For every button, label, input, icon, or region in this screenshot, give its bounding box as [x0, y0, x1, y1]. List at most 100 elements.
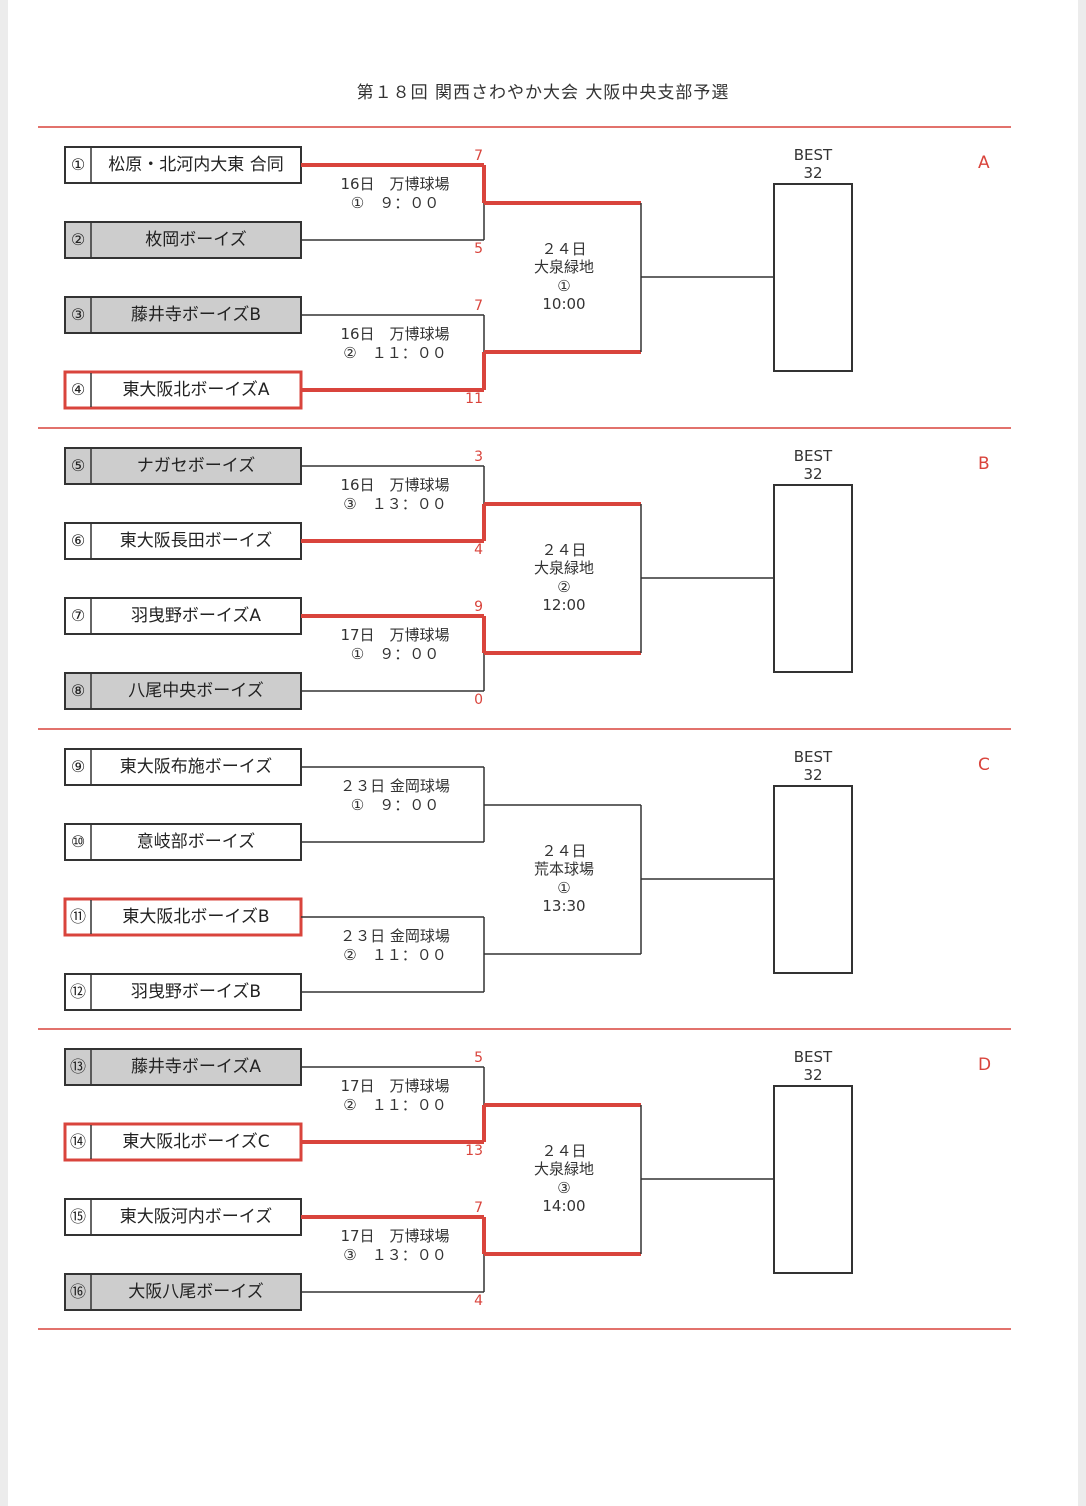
team-name: 東大阪長田ボーイズ — [119, 531, 273, 551]
block-letter: D — [978, 1055, 992, 1075]
team-number: ① — [70, 155, 86, 174]
semi-number: ② — [557, 578, 571, 596]
best32-box — [773, 1085, 853, 1274]
score-top: 7 — [474, 298, 483, 314]
semi-time: 12:00 — [542, 596, 586, 614]
score-bottom: 0 — [474, 692, 483, 708]
match-time: ① ９：００ — [350, 795, 440, 814]
team-box — [64, 672, 302, 710]
team-number: ④ — [70, 380, 86, 399]
team-number: ⑥ — [70, 531, 86, 550]
team-name: 枚岡ボーイズ — [145, 230, 247, 250]
score-top: 7 — [474, 148, 483, 164]
match-info: ２３日 金岡球場 — [340, 926, 450, 945]
semi-time: 14:00 — [542, 1197, 586, 1215]
match-time: ② １１：００ — [343, 945, 447, 964]
best32-box — [773, 484, 853, 673]
team-box — [64, 146, 302, 184]
score-top: 3 — [474, 449, 483, 465]
team-name: 藤井寺ボーイズB — [130, 305, 262, 325]
match-info: ２３日 金岡球場 — [340, 776, 450, 795]
score-top: 5 — [474, 1050, 483, 1066]
best-number: 32 — [803, 164, 823, 182]
semi-time: 13:30 — [542, 897, 586, 915]
semi-number: ③ — [557, 1179, 571, 1197]
team-name: 八尾中央ボーイズ — [128, 681, 264, 701]
score-bottom: 4 — [474, 1293, 483, 1309]
semi-venue: 大泉緑地 — [533, 258, 594, 276]
team-name: 東大阪北ボーイズA — [122, 380, 270, 400]
team-number: ⑫ — [69, 982, 86, 1001]
score-bottom: 5 — [474, 241, 483, 257]
semi-date: ２４日 — [541, 541, 587, 559]
semi-venue: 荒本球場 — [533, 860, 594, 878]
match-info: 17日 万博球場 — [340, 1076, 450, 1095]
page-title: 第１８回 関西さわやか大会 大阪中央支部予選 — [356, 83, 730, 103]
team-name: 松原・北河内大東 合同 — [108, 155, 284, 175]
best-label: BEST — [793, 146, 833, 164]
block-letter: C — [978, 755, 990, 775]
semi-date: ２４日 — [541, 240, 587, 258]
team-box — [64, 296, 302, 334]
match-info: 17日 万博球場 — [340, 625, 450, 644]
score-bottom: 13 — [465, 1143, 483, 1159]
semi-venue: 大泉緑地 — [533, 559, 594, 577]
team-name: 東大阪北ボーイズC — [122, 1132, 270, 1152]
semi-venue: 大泉緑地 — [533, 1160, 594, 1178]
team-number: ⑭ — [69, 1132, 86, 1151]
team-number: ⑧ — [70, 681, 86, 700]
score-bottom: 11 — [465, 391, 483, 407]
best-label: BEST — [793, 1048, 833, 1066]
team-name: 東大阪布施ボーイズ — [119, 757, 273, 777]
match-time: ① ９：００ — [350, 193, 440, 212]
team-name: 意岐部ボーイズ — [136, 832, 256, 852]
semi-number: ① — [557, 879, 571, 897]
best-label: BEST — [793, 447, 833, 465]
match-info: 16日 万博球場 — [340, 475, 450, 494]
team-box — [64, 1198, 302, 1236]
team-box — [64, 221, 302, 259]
team-number: ⑩ — [70, 832, 86, 851]
team-box — [64, 447, 302, 485]
match-info: 17日 万博球場 — [340, 1226, 450, 1245]
best-number: 32 — [803, 1066, 823, 1084]
match-time: ② １１：００ — [343, 343, 447, 362]
best-number: 32 — [803, 465, 823, 483]
team-name: 東大阪北ボーイズB — [122, 907, 270, 927]
team-box — [64, 823, 302, 861]
team-name: 羽曳野ボーイズA — [130, 606, 262, 626]
team-box — [64, 748, 302, 786]
team-name: 東大阪河内ボーイズ — [119, 1207, 273, 1227]
match-info: 16日 万博球場 — [340, 324, 450, 343]
team-number: ⑪ — [69, 907, 86, 926]
team-box — [64, 597, 302, 635]
team-number: ⑦ — [70, 606, 86, 625]
team-name: 藤井寺ボーイズA — [130, 1057, 262, 1077]
team-number: ⑬ — [69, 1057, 86, 1076]
team-name: 羽曳野ボーイズB — [130, 982, 262, 1002]
semi-date: ２４日 — [541, 842, 587, 860]
match-info: 16日 万博球場 — [340, 174, 450, 193]
match-time: ① ９：００ — [350, 644, 440, 663]
team-number: ③ — [70, 305, 86, 324]
block-letter: B — [978, 454, 990, 474]
semi-date: ２４日 — [541, 1142, 587, 1160]
best-number: 32 — [803, 766, 823, 784]
team-number: ⑨ — [70, 757, 86, 776]
team-box — [63, 370, 303, 410]
best32-box — [773, 785, 853, 974]
best-label: BEST — [793, 748, 833, 766]
team-box — [64, 1048, 302, 1086]
team-number: ② — [70, 230, 86, 249]
score-bottom: 4 — [474, 542, 483, 558]
match-time: ③ １３：００ — [343, 1245, 447, 1264]
team-number: ⑯ — [69, 1282, 86, 1301]
score-top: 9 — [474, 599, 483, 615]
team-number: ⑮ — [69, 1207, 86, 1226]
match-time: ② １１：００ — [343, 1095, 447, 1114]
best32-box — [773, 183, 853, 372]
team-name: 大阪八尾ボーイズ — [128, 1282, 264, 1302]
score-top: 7 — [474, 1200, 483, 1216]
match-time: ③ １３：００ — [343, 494, 447, 513]
